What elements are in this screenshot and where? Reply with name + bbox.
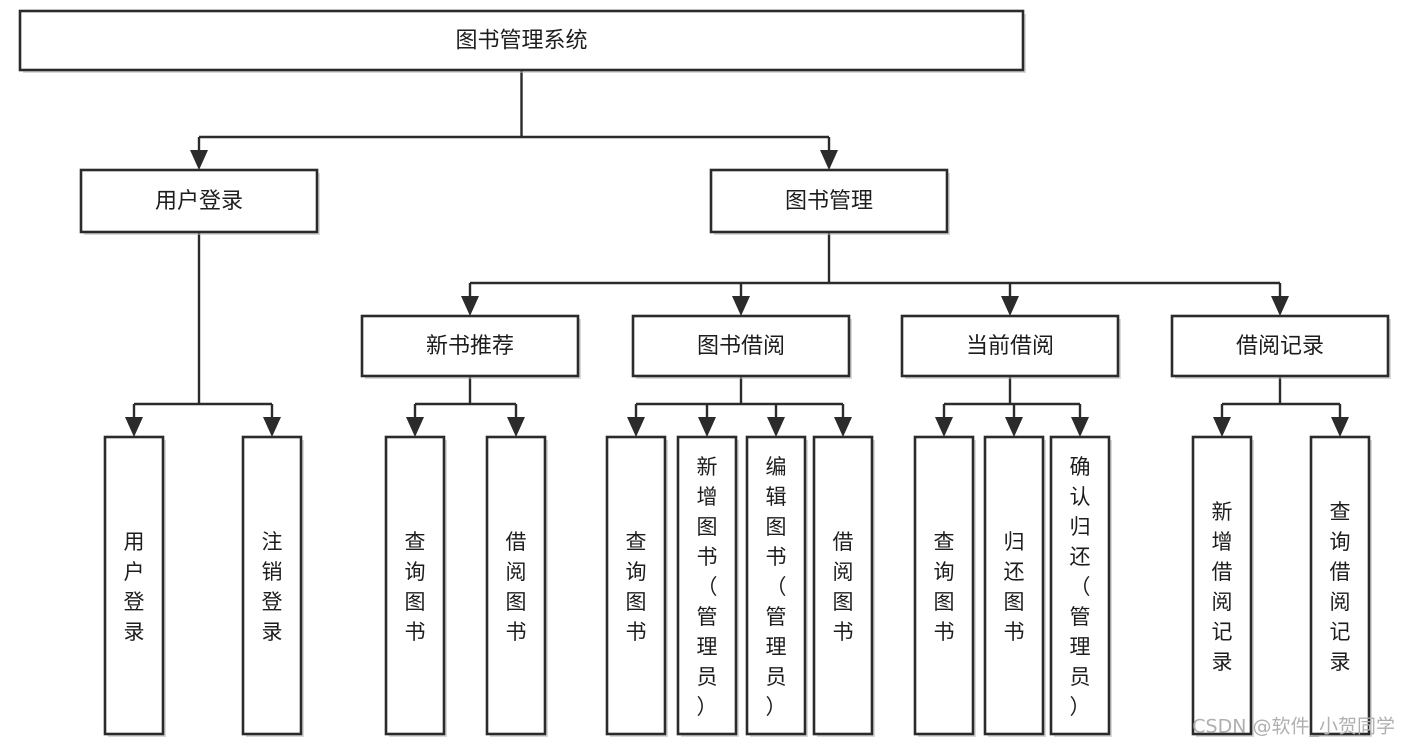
node-label: 借阅记录 bbox=[1236, 334, 1324, 359]
connector-arrowhead bbox=[1271, 296, 1289, 316]
node-box[interactable] bbox=[241, 435, 303, 736]
connector-arrowhead bbox=[1001, 296, 1019, 316]
node-leaf-confirm-return[interactable]: 确认归还（管理员） bbox=[1049, 435, 1112, 737]
connector-group-current-borrow bbox=[935, 376, 1089, 437]
node-box[interactable] bbox=[983, 435, 1045, 736]
node-leaf-user-login[interactable]: 用户登录 bbox=[103, 435, 166, 737]
node-box[interactable] bbox=[1049, 435, 1111, 736]
node-box[interactable] bbox=[18, 9, 1025, 72]
node-leaf-borrow-book-1[interactable]: 借阅图书 bbox=[485, 435, 548, 737]
node-label: 新增借阅记录 bbox=[1212, 500, 1233, 674]
node-box[interactable] bbox=[605, 435, 667, 736]
node-box[interactable] bbox=[913, 435, 975, 736]
node-box[interactable] bbox=[1170, 314, 1390, 378]
node-leaf-user-logout[interactable]: 注销登录 bbox=[241, 435, 304, 737]
node-leaf-return-book[interactable]: 归还图书 bbox=[983, 435, 1046, 737]
node-user-login[interactable]: 用户登录 bbox=[79, 168, 320, 235]
csdn-watermark: CSDN @软件_小贺同学 bbox=[1192, 716, 1395, 738]
node-box[interactable] bbox=[1309, 435, 1371, 736]
node-label: 编辑图书（管理员） bbox=[766, 455, 787, 719]
node-label: 用户登录 bbox=[124, 530, 145, 644]
connector-group-book-manage bbox=[461, 232, 1289, 316]
node-box[interactable] bbox=[485, 435, 547, 736]
node-leaf-add-record[interactable]: 新增借阅记录 bbox=[1191, 435, 1254, 737]
node-label: 查询借阅记录 bbox=[1330, 500, 1351, 674]
node-leaf-borrow-book-2[interactable]: 借阅图书 bbox=[812, 435, 875, 737]
connector-arrowhead bbox=[732, 296, 750, 316]
connector-group-new-book-recommend bbox=[406, 376, 525, 437]
node-new-book-recommend[interactable]: 新书推荐 bbox=[360, 314, 581, 379]
node-box[interactable] bbox=[631, 314, 851, 378]
node-label: 图书借阅 bbox=[697, 334, 785, 359]
node-root[interactable]: 图书管理系统 bbox=[18, 9, 1026, 73]
node-label: 图书管理 bbox=[785, 189, 873, 214]
node-leaf-query-book-3[interactable]: 查询图书 bbox=[913, 435, 976, 737]
connector-group-book-borrow bbox=[627, 376, 852, 437]
node-box[interactable] bbox=[812, 435, 874, 736]
connector-arrowhead bbox=[1213, 417, 1231, 437]
node-label: 当前借阅 bbox=[966, 334, 1054, 359]
node-leaf-query-record[interactable]: 查询借阅记录 bbox=[1309, 435, 1372, 737]
node-book-manage[interactable]: 图书管理 bbox=[709, 168, 950, 235]
node-box[interactable] bbox=[103, 435, 165, 736]
connector-arrowhead bbox=[406, 417, 424, 437]
connectors-layer bbox=[125, 70, 1349, 437]
node-label: 新增图书（管理员） bbox=[697, 455, 718, 719]
node-label: 新书推荐 bbox=[426, 334, 514, 359]
node-box[interactable] bbox=[384, 435, 446, 736]
connector-group-borrow-record bbox=[1213, 376, 1349, 437]
node-label: 注销登录 bbox=[262, 530, 283, 644]
node-leaf-edit-book[interactable]: 编辑图书（管理员） bbox=[745, 435, 808, 737]
connector-arrowhead bbox=[461, 296, 479, 316]
connector-arrowhead bbox=[698, 417, 716, 437]
connector-arrowhead bbox=[834, 417, 852, 437]
connector-arrowhead bbox=[935, 417, 953, 437]
node-label: 借阅图书 bbox=[506, 530, 527, 644]
node-box[interactable] bbox=[1191, 435, 1253, 736]
nodes-layer: 图书管理系统用户登录图书管理新书推荐图书借阅当前借阅借阅记录用户登录注销登录查询… bbox=[18, 9, 1391, 737]
node-box[interactable] bbox=[79, 168, 319, 234]
connector-arrowhead bbox=[767, 417, 785, 437]
node-box[interactable] bbox=[360, 314, 580, 378]
connector-arrowhead bbox=[627, 417, 645, 437]
node-label: 查询图书 bbox=[626, 530, 647, 644]
connector-arrowhead bbox=[1331, 417, 1349, 437]
node-box[interactable] bbox=[745, 435, 807, 736]
node-current-borrow[interactable]: 当前借阅 bbox=[900, 314, 1121, 379]
node-borrow-record[interactable]: 借阅记录 bbox=[1170, 314, 1391, 379]
node-label: 确认归还（管理员） bbox=[1070, 455, 1091, 719]
node-box[interactable] bbox=[676, 435, 738, 736]
connector-arrowhead bbox=[125, 417, 143, 437]
node-leaf-query-book-1[interactable]: 查询图书 bbox=[384, 435, 447, 737]
node-book-borrow[interactable]: 图书借阅 bbox=[631, 314, 852, 379]
node-label: 借阅图书 bbox=[833, 530, 854, 644]
node-label: 归还图书 bbox=[1004, 530, 1025, 644]
node-leaf-add-book[interactable]: 新增图书（管理员） bbox=[676, 435, 739, 737]
connector-group-root bbox=[190, 70, 838, 170]
node-label: 查询图书 bbox=[405, 530, 426, 644]
node-box[interactable] bbox=[709, 168, 949, 234]
node-box[interactable] bbox=[900, 314, 1120, 378]
node-label: 用户登录 bbox=[155, 189, 243, 214]
node-leaf-query-book-2[interactable]: 查询图书 bbox=[605, 435, 668, 737]
connector-arrowhead bbox=[263, 417, 281, 437]
node-label: 查询图书 bbox=[934, 530, 955, 644]
connector-arrowhead bbox=[820, 150, 838, 170]
connector-group-user-login bbox=[125, 232, 281, 437]
connector-arrowhead bbox=[1071, 417, 1089, 437]
connector-arrowhead bbox=[190, 150, 208, 170]
node-label: 图书管理系统 bbox=[455, 29, 587, 54]
connector-arrowhead bbox=[1005, 417, 1023, 437]
connector-arrowhead bbox=[507, 417, 525, 437]
